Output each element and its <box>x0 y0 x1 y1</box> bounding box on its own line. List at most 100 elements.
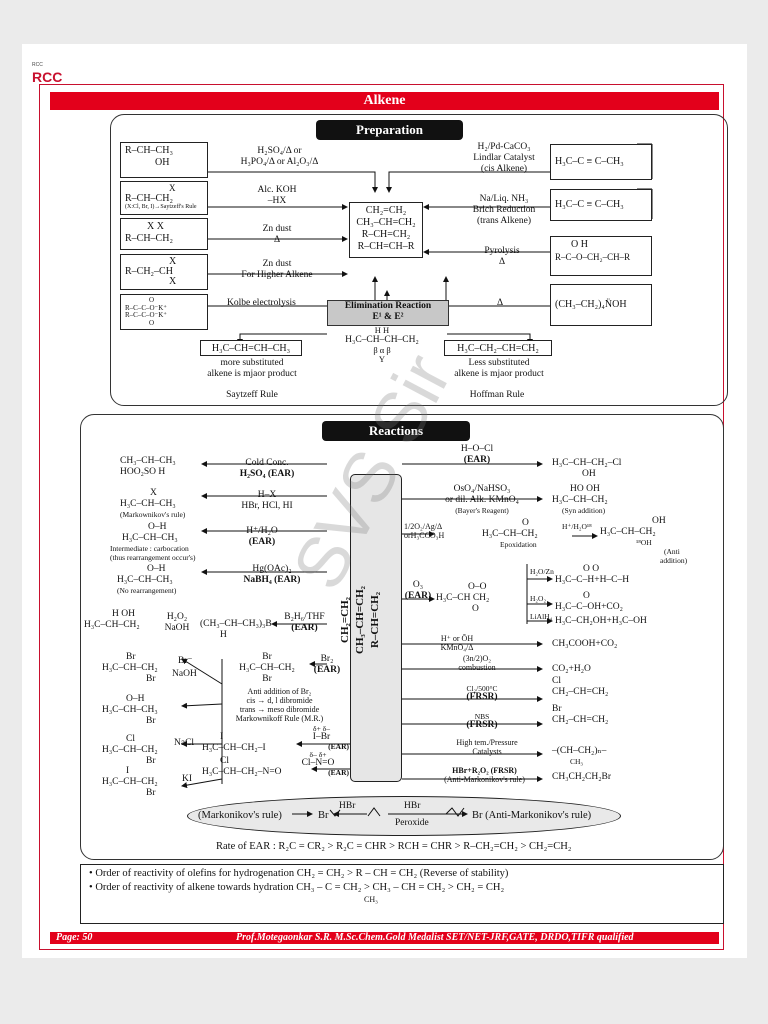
reagent: (EAR) <box>307 665 347 676</box>
formula: H H <box>337 326 427 335</box>
rxn-right-reagent-7: Cl₂/500°C (FRSR) <box>452 684 512 702</box>
bullet-item: • Order of reactivity of olefins for hyd… <box>89 867 715 881</box>
reagent: (EAR) <box>447 455 507 466</box>
label: E¹ & E² <box>328 312 448 323</box>
reagent: (EAR) <box>287 768 349 777</box>
formula: H₃C–C–OH+CO₂ <box>555 602 623 613</box>
rxn-right-branch-product-4a: O O H₃C–C–H+H–C–H <box>555 564 629 586</box>
rxn-left-product-4: O–H H₃C–CH–CH₃ (No rearrangement) <box>117 564 176 595</box>
prep-center-line: R–CH=CH₂ <box>354 229 418 241</box>
rxn-branch-product-4: I H₃C–CH–CH₂ Br <box>102 766 158 799</box>
formula: I <box>202 732 266 743</box>
formula: R–CH₂–CH <box>125 266 203 277</box>
formula-note: (Anti <box>600 547 687 556</box>
formula: X X <box>125 221 203 233</box>
formula: H OH <box>84 609 140 620</box>
page-number: Page: 50 <box>56 932 92 944</box>
prep-right-reagent-2: Na/Liq. NH₃ Brich Reduction (trans Alken… <box>454 194 554 227</box>
formula: R–C–C–O⁻K⁺ <box>125 312 203 320</box>
rxn-right-reagent-8: NBS (FRSR) <box>452 712 512 730</box>
rxn-right-product-8: Br CH₂–CH=CH₂ <box>552 704 608 726</box>
formula: H₃C–CH–CH₂–N=O <box>202 767 282 778</box>
formula: H₃C–CH–CH₂–I <box>202 743 266 754</box>
reagent: H–O–Cl <box>447 444 507 455</box>
label: Elimination Reaction <box>328 301 448 312</box>
note: Markownikoff Rule (M.R.) <box>222 714 337 723</box>
rxn-left-product-1: CH₃–CH–CH₃ HOO₂SO H <box>120 456 176 478</box>
formula: H₃C–CH–CH₂ <box>552 495 608 506</box>
reactivity-order-box: • Order of reactivity of olefins for hyd… <box>80 864 724 924</box>
rxn-right-product-3: O H₃C–CH–CH₂ Epoxidation <box>482 518 538 549</box>
formula: H₃C–CH–CH₃ <box>117 575 176 586</box>
note: cis → d, l dibromide <box>222 696 337 705</box>
reagent: (FRSR) <box>452 721 512 730</box>
rxn-right-product-10: CH₃CH₂CH₂Br <box>552 772 611 783</box>
formula: O <box>436 604 489 615</box>
prep-left-reactant-5: O R–C–C–O⁻K⁺ R–C–C–O⁻K⁺ O <box>120 294 208 330</box>
formula: I <box>102 766 158 777</box>
formula: H₃C–C ≡ C–CH₃ <box>555 199 624 210</box>
reagent: Alc. KOH <box>227 185 327 196</box>
formula: H₃C–CH–CH₃ <box>102 705 158 716</box>
prep-center-box: CH₂=CH₂ CH₃–CH=CH₂ R–CH=CH₂ R–CH=CH–R <box>349 202 423 258</box>
formula: R–CH–CH₃ <box>125 145 203 157</box>
prep-left-reagent-2: Alc. KOH –HX <box>227 185 327 207</box>
reagent: (trans Alkene) <box>454 216 554 227</box>
note: Less substituted <box>434 358 564 369</box>
reagent: I–Br <box>294 733 349 742</box>
rxn-left-product-5: H OH H₃C–CH–CH₂ <box>84 609 140 631</box>
reagent: (FRSR) <box>452 693 512 702</box>
formula: Br <box>102 788 158 799</box>
reagent: Catalysts <box>442 747 532 756</box>
rxn-right-next-product-3: OH H₃C–CH–CH₂ ¹⁸OH (Anti addition) <box>600 516 687 565</box>
reagent: (cis Alkene) <box>454 164 554 175</box>
formula: O <box>482 518 538 529</box>
rxn-right-product-9: –(CH–CH₂)ₙ– CH₃ <box>552 746 606 766</box>
reagent: NaOH <box>157 623 197 634</box>
formula: (CH₃–CH₂)₄N̈OH <box>555 299 627 310</box>
rxn-left-reagent-5: B₂H₆/THF (EAR) <box>277 612 332 634</box>
reagent: Na/Liq. NH₃ <box>454 194 554 205</box>
formula: OH <box>600 516 687 527</box>
prep-left-reactant-4: X R–CH₂–CH X <box>120 254 208 290</box>
rxn-left-step-5: H₂O₂ NaOH <box>157 612 197 634</box>
rxn-right-product-7: Cl CH₂–CH=CH₂ <box>552 676 608 698</box>
author-credit: Prof.Motegaonkar S.R. M.Sc.Chem.Gold Med… <box>236 932 634 944</box>
formula: Br <box>102 716 158 727</box>
formula: R–C–O–CH₂–CH–R <box>555 251 647 263</box>
formula: CH₂–CH=CH₂ <box>552 715 608 726</box>
prep-right-reactant-4: (CH₃–CH₂)₄N̈OH <box>550 284 652 326</box>
reagent: B₂H₆/THF <box>277 612 332 623</box>
formula: H₃C–CH–CH₂–Cl <box>552 458 621 469</box>
formula-note: Intermediate : carbocation <box>110 544 195 553</box>
reactions-center-line: R–CH=CH₂ <box>369 565 381 675</box>
formula: O O <box>555 564 629 575</box>
prep-left-reagent-5: Kolbe electrolysis <box>227 298 296 309</box>
reagent: Br₂ <box>307 654 347 665</box>
formula: H₃C–CH–CH₂ <box>227 663 307 674</box>
formula-note: (Syn addition) <box>552 506 608 515</box>
formula: Br <box>102 674 158 685</box>
reagent: Pyrolysis <box>467 246 537 257</box>
formula: H₃C–CH–CH₂ <box>600 527 687 538</box>
rxn-right-product-1: H₃C–CH–CH₂–Cl OH <box>552 458 621 480</box>
reagent: High tem./Pressure <box>442 738 532 747</box>
formula: Br <box>102 652 158 663</box>
reagent: Brich Reduction <box>454 205 554 216</box>
formula: R–CH–CH₂ <box>125 233 203 245</box>
reagent: Cold Conc. <box>222 458 312 469</box>
rxn-right-reagent-4: O₃ (EAR) <box>402 580 434 602</box>
rxn-right-reagent-9: High tem./Pressure Catalysts <box>442 738 532 756</box>
formula: H₃C–CH CH₂ <box>436 593 489 604</box>
prep-center-line: CH₂=CH₂ <box>354 205 418 217</box>
rxn-left-bromine-intermediate: Br H₃C–CH–CH₂ Br <box>227 652 307 685</box>
reagent: (EAR) <box>402 591 434 602</box>
formula: X <box>125 184 203 193</box>
hoffman-product: H₃C–CH₂–CH=CH₂ <box>444 340 552 356</box>
rxn-left-reagent-2: H–X HBr, HCl, HI <box>222 490 312 512</box>
formula: H₃C–CH–CH₃ <box>110 533 195 544</box>
saytzeff-product: H₃C–CH=CH–CH₃ <box>200 340 302 356</box>
prep-left-reactant-1: R–CH–CH₃ OH <box>120 142 208 178</box>
peroxide-label: Peroxide <box>395 818 429 829</box>
